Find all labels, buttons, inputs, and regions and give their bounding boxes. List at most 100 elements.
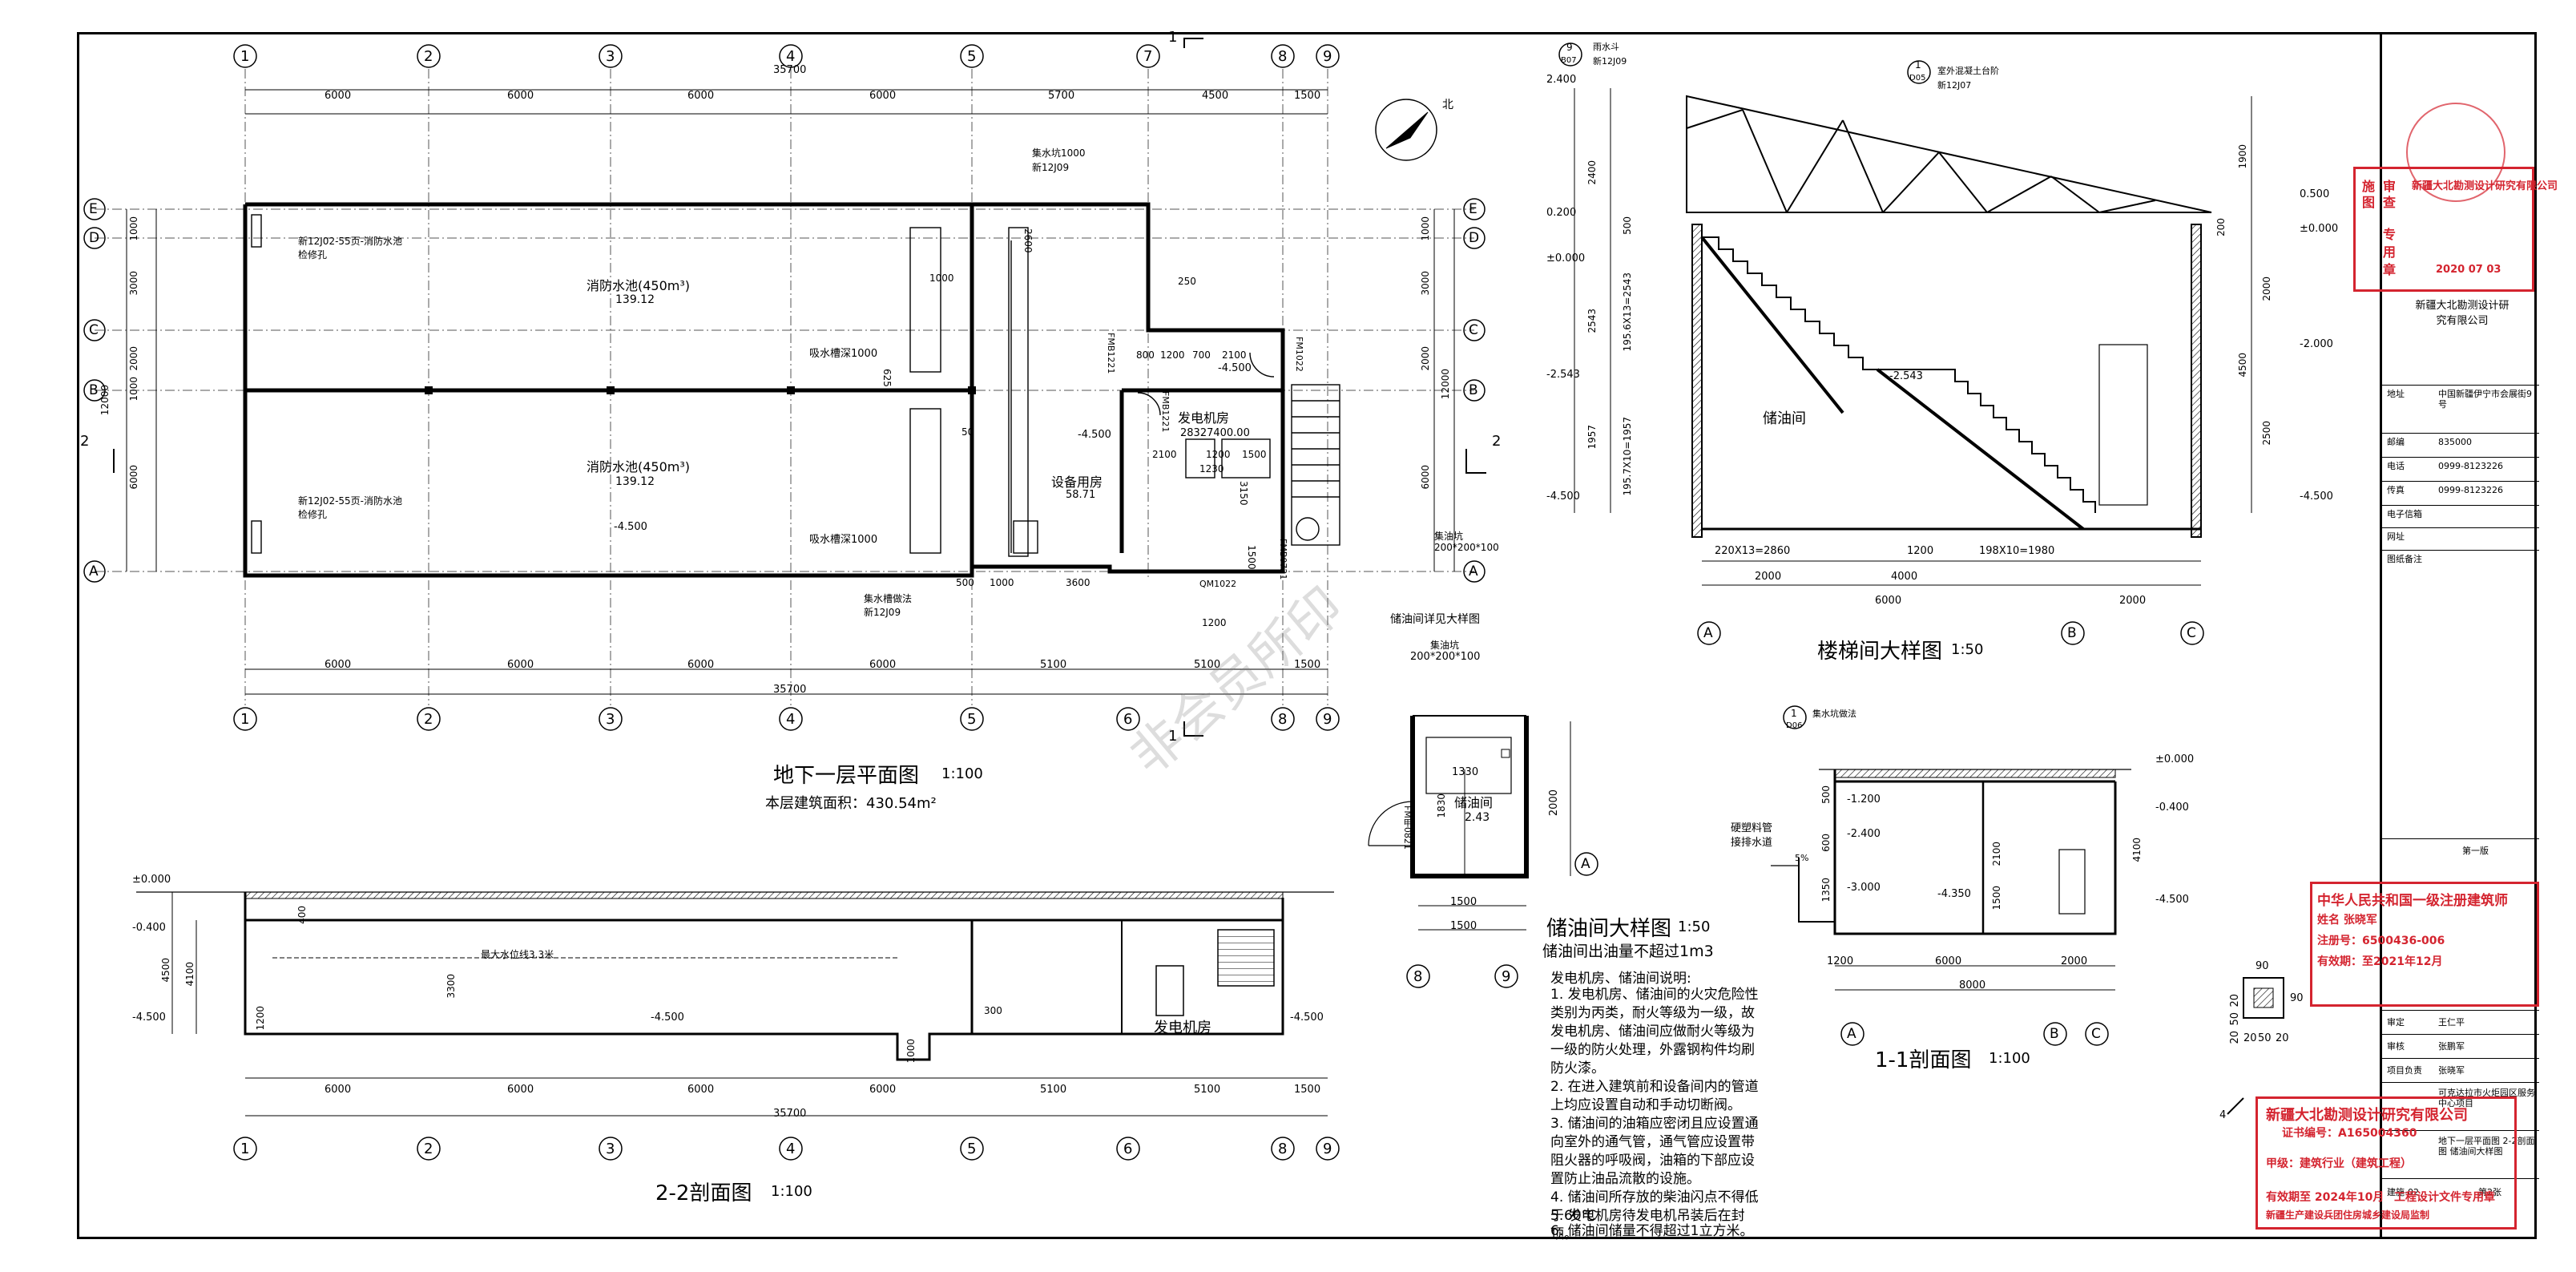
tb-value-fax: 0999-8123226 — [2438, 485, 2503, 495]
plan-b1 — [83, 38, 1486, 737]
stair-callout-3: 雨水斗 — [1593, 42, 1619, 52]
stair-elev-r1: 0.500 — [2300, 188, 2330, 200]
gen-room-area: 28327400.00 — [1180, 427, 1250, 439]
plan-grid-left-c: C — [89, 322, 99, 338]
plan-dim-top-3: 6000 — [687, 90, 715, 102]
dim-misc-1500b: 1500 — [1246, 545, 1257, 570]
dim-misc-800: 800 — [1136, 349, 1155, 361]
equip-room-label: 设备用房 — [1051, 474, 1103, 490]
pit-ref: 集水坑1000 — [1032, 147, 1086, 159]
s11-slope: 5% — [1795, 853, 1809, 863]
stair-tread2: 198X10=1980 — [1979, 545, 2055, 557]
reg-stamp-name: 姓名 张晓军 — [2317, 914, 2377, 927]
stair-dim-r2: 2000 — [2261, 277, 2272, 301]
dim-misc-250: 250 — [1178, 276, 1196, 287]
plan-grid-top-2: 2 — [424, 48, 433, 65]
stair-bottom-3: 2000 — [2119, 595, 2147, 607]
stair-grid-c: C — [2187, 625, 2196, 641]
tb-edition: 第一版 — [2462, 846, 2489, 856]
stair-elev-l1: 2.400 — [1546, 74, 1577, 86]
plan-grid-right-c: C — [1469, 322, 1478, 338]
s11-bottom-3: 2000 — [2061, 955, 2088, 967]
oil-dim-1500b: 1500 — [1450, 920, 1477, 932]
stair-callout-1: 室外混凝土台阶 — [1937, 66, 1999, 76]
section-mark-1-top: 1 — [1168, 29, 1178, 46]
plan-dim-left-4: 1000 — [128, 377, 139, 402]
plan-grid-left-a: A — [89, 563, 99, 579]
section-mark-2-right: 2 — [1492, 433, 1502, 450]
plan-grid-top-3: 3 — [606, 48, 615, 65]
dim-misc-3600: 3600 — [1066, 577, 1090, 588]
dim-misc-50: 50 — [961, 426, 974, 438]
plan-grid-bottom-5: 5 — [967, 711, 977, 728]
plan-scale: 1:100 — [941, 765, 983, 782]
oil-note-4: 4. 储油间所存放的柴油闪点不得低于60℃ — [1550, 1189, 1759, 1224]
tb-value-post: 835000 — [2438, 437, 2472, 447]
dim-misc-1200: 1200 — [1160, 349, 1185, 361]
pit-dim-90-top: 90 — [2256, 960, 2269, 972]
plan-dim-left-5: 6000 — [128, 465, 139, 490]
s11-elev-r3: -4.500 — [2155, 894, 2189, 906]
plan-grid-bottom-4: 4 — [786, 711, 796, 728]
dim-misc-3150: 3150 — [1238, 481, 1249, 506]
plan-total-top: 35700 — [773, 64, 807, 76]
plan-dim-bottom-3: 6000 — [687, 659, 715, 671]
door-tag-4: QM1022 — [1199, 579, 1237, 589]
tb-row-project: 可克达拉市火炬园区服务中心项目 — [2382, 1082, 2539, 1131]
tb-row-edition: 第一版 — [2382, 838, 2539, 863]
tb-label-fax: 传真 — [2387, 485, 2405, 495]
stair-elev-mid: -2.543 — [1889, 370, 1923, 382]
ref-lower: 新12J02-55页-消防水池检修孔 — [298, 495, 403, 520]
stair-elev-l4: -2.543 — [1546, 369, 1580, 381]
plan-grid-top-7: 7 — [1143, 48, 1153, 65]
suction-lower-label: 吸水槽深1000 — [809, 534, 878, 546]
stair-grid-a: A — [1703, 625, 1713, 641]
s22-dim-4: 6000 — [869, 1084, 897, 1096]
s22-height-4100: 4100 — [184, 962, 196, 987]
reg-stamp-valid: 有效期：至2021年12月 — [2317, 955, 2443, 968]
oil-note-1: 1. 发电机房、储油间的火灾危险性类别为丙类，耐火等级为一级，故发电机房、储油间… — [1550, 987, 1759, 1076]
s11-elev-l1: -1.200 — [1847, 793, 1881, 806]
door-tag-5: FM1022 — [1294, 337, 1304, 372]
oil-subtitle: 储油间出油量不超过1m3 — [1542, 943, 1714, 960]
plan-grid-bottom-2: 2 — [424, 711, 433, 728]
s22-dim-1000: 1000 — [905, 1039, 917, 1064]
tb-signer-name-2: 张鹏军 — [2438, 1041, 2465, 1052]
stair-bottom-1: 2000 — [1755, 571, 1782, 583]
stair-callout-8: D05 — [1909, 74, 1926, 83]
tb-signer-name-3: 张晓军 — [2438, 1065, 2465, 1076]
pit-dim-50-a: 50 — [2229, 1012, 2241, 1026]
stair-dim-l2: 2543 — [1586, 309, 1598, 333]
tb-signer-role-1: 审定 — [2387, 1017, 2405, 1028]
s22-grid-4: 4 — [786, 1141, 796, 1157]
oil-grid-9: 9 — [1502, 968, 1511, 985]
plan-grid-top-1: 1 — [240, 48, 250, 65]
tb-label-tel: 电话 — [2387, 461, 2405, 471]
stair-dim-r1: 1900 — [2237, 144, 2248, 169]
pool-lower-area: 139.12 — [615, 475, 655, 488]
s22-elev-top: ±0.000 — [132, 874, 171, 886]
suction-upper-label: 吸水槽深1000 — [809, 348, 878, 360]
pool-upper-label: 消防水池(450m³) — [587, 278, 691, 293]
s11-bottom-2: 6000 — [1935, 955, 1962, 967]
plan-area-note: 本层建筑面积：430.54m² — [765, 795, 937, 812]
design-cert-stamp: 新疆大北勘测设计研究有限公司 证书编号：A165004360 甲级：建筑行业（建… — [2256, 1096, 2517, 1230]
plan-grid-top-9: 9 — [1323, 48, 1332, 65]
plan-grid-top-5: 5 — [967, 48, 977, 65]
oil-title: 储油间大样图 — [1546, 917, 1672, 941]
s11-bottom-1: 1200 — [1827, 955, 1854, 967]
cert-use: 工程设计文件专用章 — [2394, 1191, 2495, 1204]
tb-row-web: 网址 — [2382, 527, 2539, 551]
oil-dim-2000: 2000 — [1548, 789, 1560, 817]
plan-grid-bottom-3: 3 — [606, 711, 615, 728]
s22-grid-2: 2 — [424, 1141, 433, 1157]
plan-total-bottom: 35700 — [773, 684, 807, 696]
s22-grid-9: 9 — [1323, 1141, 1332, 1157]
plan-dim-top-2: 6000 — [507, 90, 534, 102]
s22-water-level: 最大水位线3.3米 — [481, 949, 554, 960]
oil-pit-size: 200*200*100 — [1410, 651, 1481, 663]
oil-detail-ref: 储油间详见大样图 — [1390, 613, 1480, 626]
plan-dim-left-total: 12000 — [99, 385, 111, 416]
s22-dim-300: 300 — [984, 1005, 1002, 1016]
